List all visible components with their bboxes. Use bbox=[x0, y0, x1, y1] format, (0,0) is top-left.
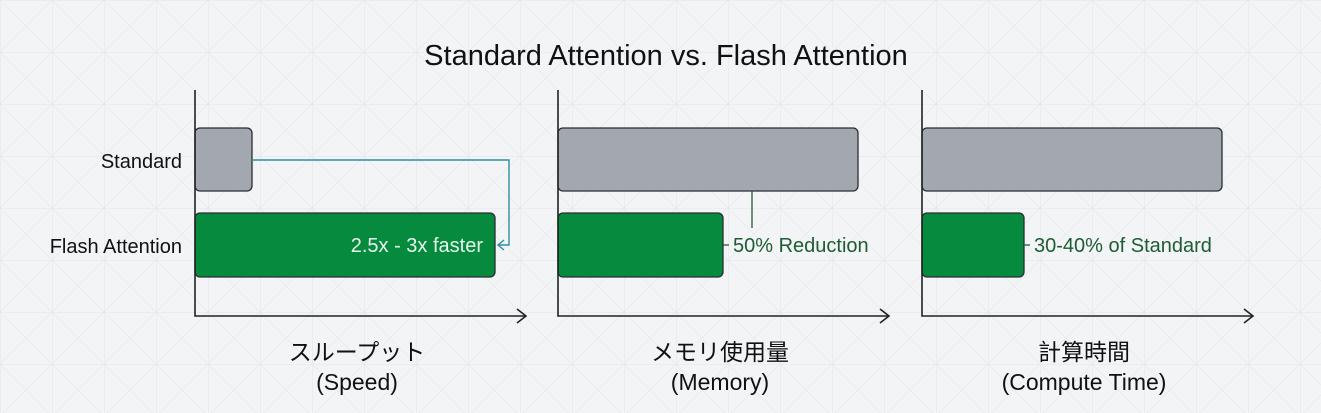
bar-standard bbox=[921, 127, 1223, 192]
category-label-standard: Standard bbox=[101, 151, 182, 173]
axis bbox=[194, 90, 525, 317]
bar-flash bbox=[921, 212, 1025, 278]
chart-title: Standard Attention vs. Flash Attention bbox=[424, 40, 908, 72]
axis-arrow-icon bbox=[879, 308, 891, 324]
panel-3: 30-40% of Standard 計算時間 (Compute Time) bbox=[921, 90, 1255, 395]
axis-label-en: (Compute Time) bbox=[1002, 369, 1167, 395]
bar-flash bbox=[557, 212, 724, 278]
axis-arrow-icon bbox=[1243, 308, 1255, 324]
axis-label-en: (Speed) bbox=[316, 369, 398, 395]
axis-arrow-icon bbox=[516, 308, 528, 324]
annotation-label: 50% Reduction bbox=[733, 235, 869, 257]
panel-1: 2.5x - 3x faster スループット (Speed) bbox=[194, 90, 528, 395]
annotation-label: 30-40% of Standard bbox=[1034, 235, 1212, 257]
category-label-flash: Flash Attention bbox=[50, 236, 182, 258]
panel-2: 50% Reduction メモリ使用量 (Memory) bbox=[557, 90, 891, 395]
axis-label-ja: メモリ使用量 bbox=[651, 339, 789, 365]
bar-standard bbox=[557, 127, 859, 192]
axis-label-ja: 計算時間 bbox=[1038, 339, 1130, 365]
annotation-label: 2.5x - 3x faster bbox=[351, 235, 484, 257]
axis-label-ja: スループット bbox=[289, 339, 426, 365]
axis bbox=[921, 90, 1252, 317]
axis-label-en: (Memory) bbox=[671, 369, 769, 395]
axis bbox=[557, 90, 888, 317]
bar-standard bbox=[194, 127, 253, 192]
connector-line bbox=[252, 159, 510, 246]
connector-arrow-icon bbox=[496, 239, 505, 251]
